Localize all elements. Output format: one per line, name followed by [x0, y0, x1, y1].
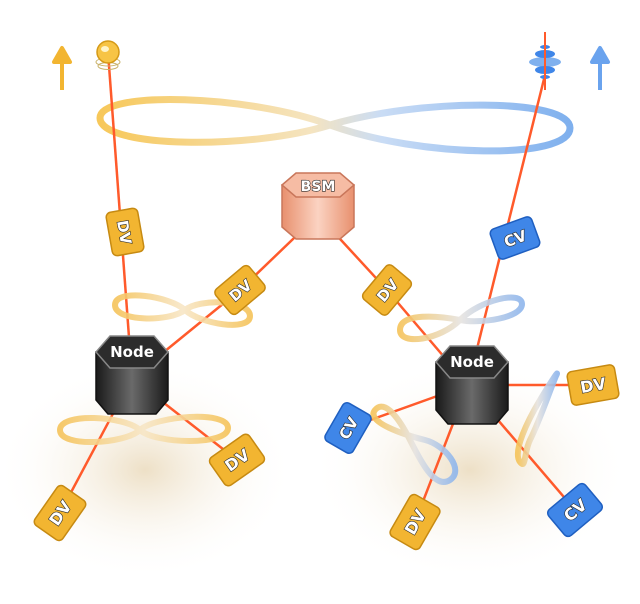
entanglement-loop-right-upper: [396, 294, 526, 343]
node-right-label: Node: [450, 353, 494, 371]
photon-sphere-icon: [95, 40, 121, 70]
quantum-node-left: Node: [95, 335, 169, 415]
entanglement-loop-left-lower: [56, 413, 232, 446]
long-distance-entanglement-loop: [96, 96, 574, 155]
dv-module-left-bottom-right: DV: [208, 433, 266, 487]
bsm-label: BSM: [301, 179, 336, 195]
dv-module-left-top: DV: [105, 207, 145, 257]
dv-module-right-right: DV: [566, 364, 620, 406]
cv-module-right-left: CV: [324, 402, 372, 454]
wave-packet-icon: [529, 32, 561, 90]
bsm-module: BSM: [280, 172, 356, 240]
entanglement-loop-right-right: [514, 370, 560, 467]
dv-module-left-bottom-left: DV: [33, 484, 87, 542]
entanglement-loop-right-left: [370, 403, 459, 485]
quantum-node-right: Node: [435, 345, 509, 425]
up-arrow-icon: [590, 46, 610, 90]
node-left-label: Node: [110, 343, 154, 361]
dv-label: DV: [113, 219, 135, 246]
floor-shadows: [0, 360, 630, 580]
dv-module-left-mid: DV: [214, 264, 266, 316]
cv-module-right-top: CV: [489, 216, 541, 260]
dv-module-right-bottom: DV: [389, 493, 441, 551]
entanglement-loop-left-upper: [111, 292, 254, 328]
cv-module-right-bottom-right: CV: [546, 482, 604, 538]
up-arrow-icon: [52, 46, 72, 90]
dv-module-right-top: DV: [361, 264, 413, 316]
